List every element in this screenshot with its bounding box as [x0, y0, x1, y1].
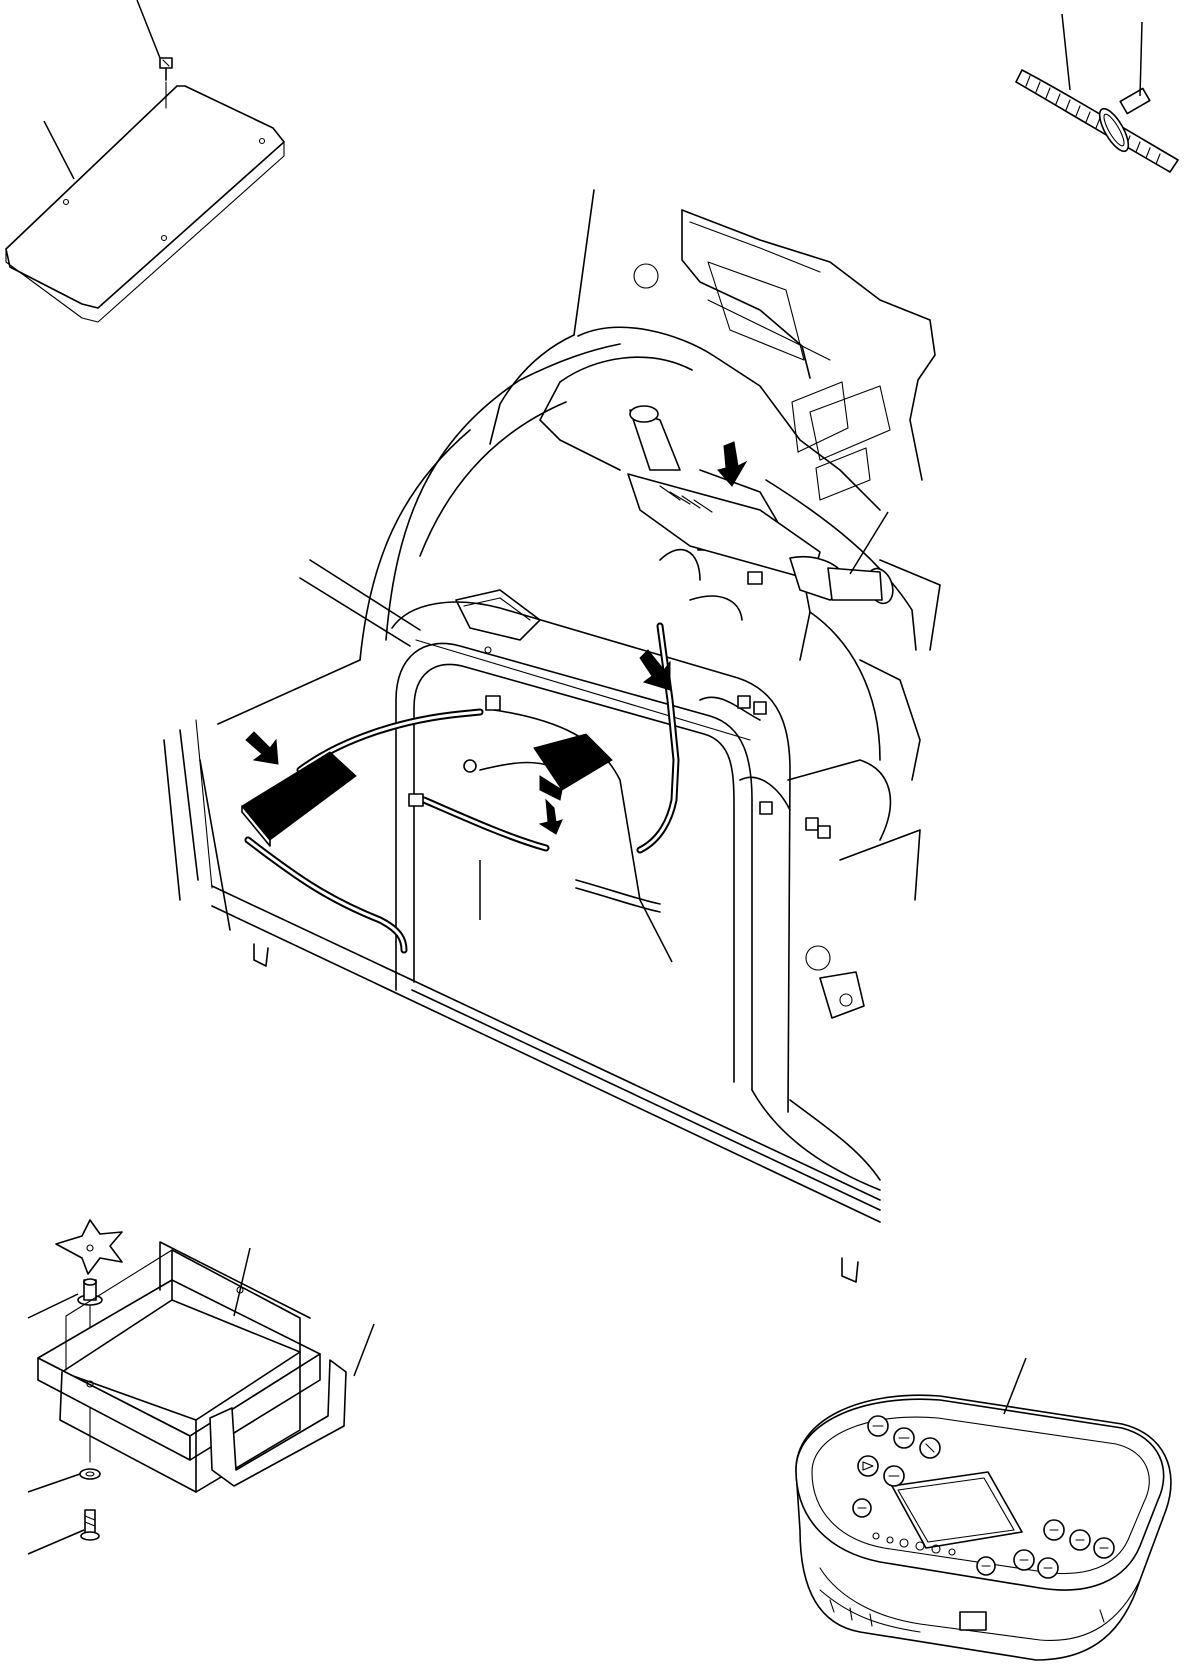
arrow-left: [245, 731, 279, 765]
front-frame: [163, 559, 921, 1283]
cover-plate: [5, 85, 285, 323]
arrow-down-1: [717, 441, 748, 487]
connector-1: [485, 695, 501, 711]
leader-lines-bottom-right: [1003, 1357, 1027, 1415]
bracket-tray: [37, 1219, 347, 1541]
controller-box-left: [241, 751, 357, 847]
monitor-button-4: [857, 1455, 879, 1477]
arrow-up: [538, 798, 563, 835]
cable-tie: [1015, 69, 1179, 173]
wiring-harness: [244, 537, 831, 954]
screw: [159, 57, 173, 109]
leader-lines-top-right: [1061, 13, 1143, 97]
combination-switch: [627, 405, 894, 605]
leader-lines-bottom-left: [27, 1247, 375, 1555]
cab-structure: [359, 189, 941, 781]
connector-2: [408, 793, 424, 807]
controller-box-center: [533, 733, 613, 801]
leader-lines-top-left: [43, 0, 161, 180]
leader-lines-center: [479, 511, 889, 963]
arrow-down-2: [639, 649, 671, 691]
monitor-panel: [795, 1394, 1172, 1661]
